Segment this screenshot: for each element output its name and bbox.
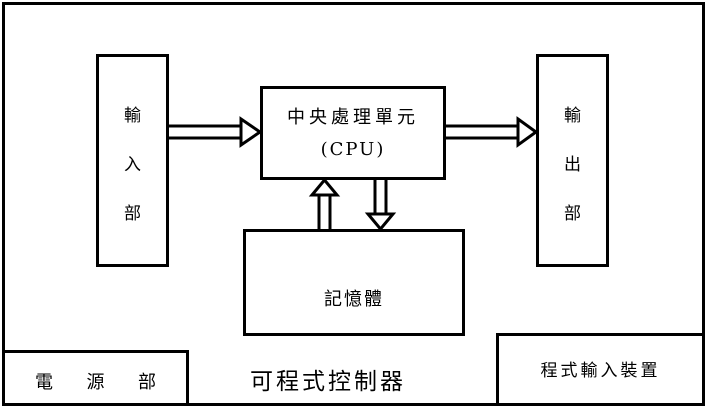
output-unit-char-2: 出 bbox=[564, 155, 581, 175]
cpu-title: 中央處理單元 bbox=[287, 107, 419, 128]
programmer-label: 程式輸入裝置 bbox=[540, 361, 661, 381]
output-unit-char-3: 部 bbox=[564, 204, 581, 224]
input-unit-char-3: 部 bbox=[124, 204, 141, 224]
power-supply-char-3: 部 bbox=[138, 372, 156, 393]
controller-title: 可程式控制器 bbox=[250, 369, 406, 395]
arrow-cpu-to-output bbox=[446, 116, 539, 148]
arrow-memory-to-cpu bbox=[308, 177, 341, 229]
power-supply-box: 電 源 部 bbox=[2, 350, 189, 406]
cpu-abbr: (CPU) bbox=[320, 139, 386, 160]
arrow-cpu-to-memory bbox=[364, 180, 397, 232]
cpu-box: 中央處理單元 (CPU) bbox=[260, 86, 446, 180]
power-supply-label: 電 源 部 bbox=[35, 368, 176, 394]
input-unit-box: 輸 入 部 bbox=[96, 54, 169, 267]
memory-box: 記憶體 bbox=[243, 229, 465, 336]
output-unit-char-1: 輸 bbox=[564, 106, 581, 126]
arrow-input-to-cpu bbox=[169, 116, 263, 148]
power-supply-char-2: 源 bbox=[86, 372, 105, 393]
output-unit-box: 輸 出 部 bbox=[536, 54, 609, 267]
input-unit-char-2: 入 bbox=[124, 155, 141, 175]
power-supply-char-1: 電 bbox=[35, 372, 53, 393]
input-unit-char-1: 輸 bbox=[124, 106, 141, 126]
memory-label: 記憶體 bbox=[324, 289, 384, 310]
programmer-box: 程式輸入裝置 bbox=[496, 333, 705, 406]
